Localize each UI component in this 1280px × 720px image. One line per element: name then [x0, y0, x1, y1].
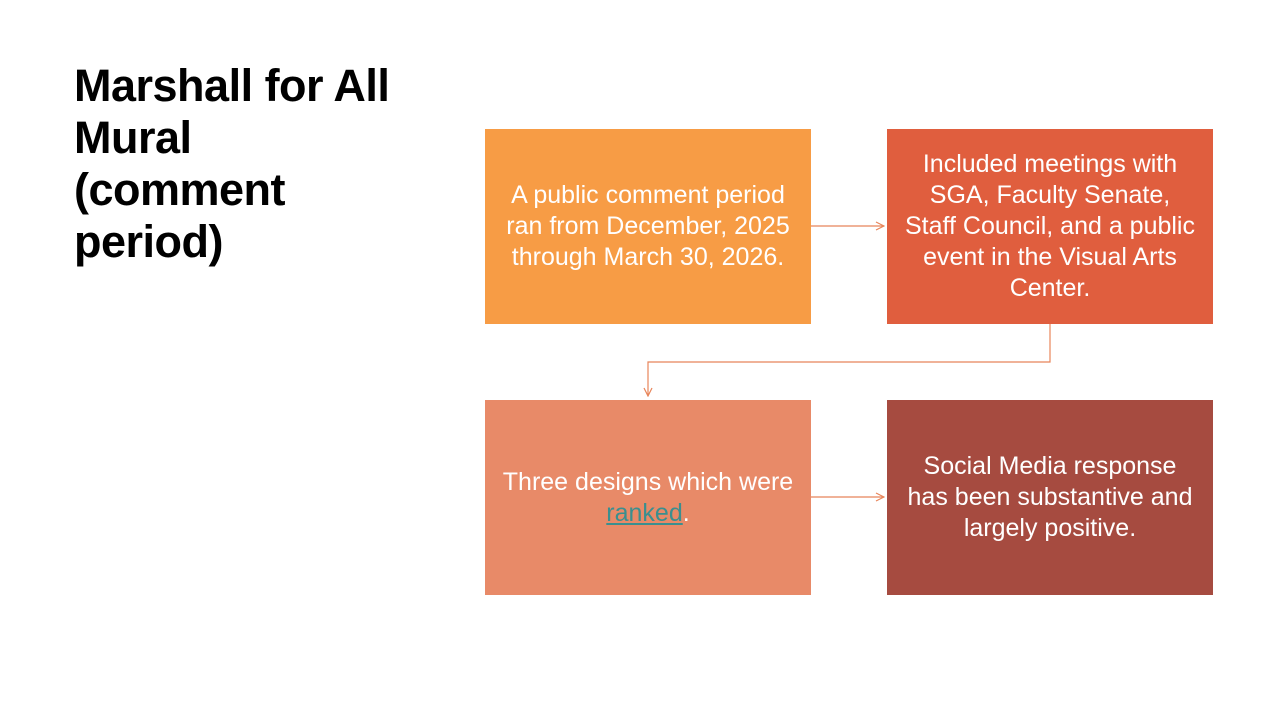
slide-title: Marshall for All Mural (comment period): [74, 60, 390, 267]
process-step-3-text-before: Three designs which were: [502, 467, 794, 496]
process-step-3: Three designs which were ranked.: [485, 400, 811, 595]
process-step-2-text: Included meetings with SGA, Faculty Sena…: [904, 150, 1195, 302]
process-step-3-text-after: .: [682, 498, 690, 527]
arrow-step2-to-step3: [648, 324, 1051, 396]
process-step-3-text: Three designs which were ranked.: [499, 467, 797, 529]
process-step-1: A public comment period ran from Decembe…: [485, 129, 811, 324]
process-step-1-text: A public comment period ran from Decembe…: [506, 181, 790, 271]
ranked-link[interactable]: ranked: [606, 498, 683, 527]
process-step-2: Included meetings with SGA, Faculty Sena…: [887, 129, 1213, 324]
process-step-4-text: Social Media response has been substanti…: [907, 452, 1193, 542]
process-step-4: Social Media response has been substanti…: [887, 400, 1213, 595]
